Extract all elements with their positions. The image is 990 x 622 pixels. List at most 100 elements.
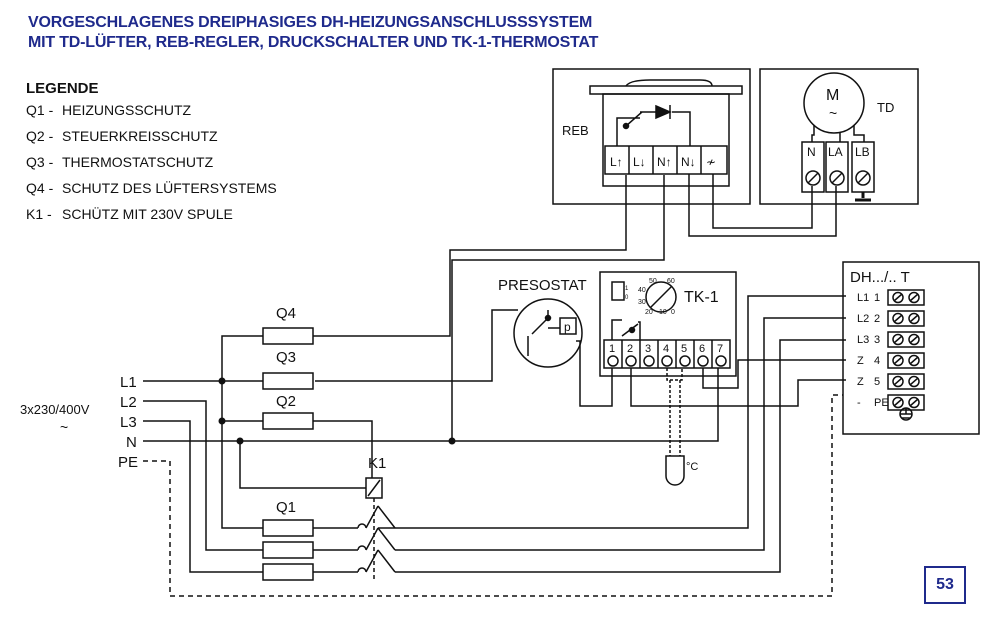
tk1-terminal-7: 7 xyxy=(717,343,723,355)
junction-dot xyxy=(448,437,456,445)
reb-terminal-2: L↓ xyxy=(633,155,646,169)
legend-code: Q4 - xyxy=(26,180,54,196)
label-pe: PE xyxy=(118,454,138,471)
dh-terminal-row: L3 3 xyxy=(857,331,925,348)
dh-row-number: 4 xyxy=(874,355,880,367)
dh-terminal-screw xyxy=(887,310,925,327)
reb-terminal-5: ≁ xyxy=(706,155,716,169)
contactor-k1: K1 xyxy=(357,295,846,580)
dh-terminal-row: L2 2 xyxy=(857,310,925,327)
screw-icon xyxy=(908,375,920,388)
tk1-dial-20: 20 xyxy=(645,309,653,316)
screw-icon xyxy=(892,396,904,409)
title-line-2: MIT TD-LÜFTER, REB-REGLER, DRUCKSCHALTER… xyxy=(28,34,599,51)
screw-slot xyxy=(893,377,903,386)
reb-terminal-1: L↑ xyxy=(610,155,623,169)
screw-icon xyxy=(892,312,904,325)
dh-row-number: 2 xyxy=(874,313,880,325)
wire-l1-q1 xyxy=(221,421,358,529)
screw-slot xyxy=(909,398,919,407)
wire-n xyxy=(143,368,719,442)
reb-label: REB xyxy=(562,123,589,138)
screw-icon xyxy=(892,333,904,346)
dh-row-number: 1 xyxy=(874,292,880,304)
dh-label: DH.../.. T xyxy=(850,269,910,286)
legend-text: HEIZUNGSSCHUTZ xyxy=(62,102,192,118)
supply-ac-symbol: ~ xyxy=(60,419,68,435)
wire-n-k1 xyxy=(239,441,366,489)
wire-k1-dh2 xyxy=(395,317,846,551)
wire-reb-td-n xyxy=(712,174,813,229)
legend-text: STEUERKREISSCHUTZ xyxy=(62,128,218,144)
wire-l2-q1 xyxy=(143,400,358,551)
td-fan: TD M ~ N LA LB xyxy=(759,68,919,205)
legend-item-q4: Q4 - SCHUTZ DES LÜFTERSYSTEMS xyxy=(26,180,277,196)
legend-heading: LEGENDE xyxy=(26,80,99,97)
wire-tk1-dh5 xyxy=(630,368,846,407)
legend-item-q3: Q3 -THERMOSTATSCHUTZ xyxy=(26,154,213,170)
dh-terminal-screw xyxy=(887,373,925,390)
screw-slot xyxy=(909,293,919,302)
fuse-q2: Q2 xyxy=(262,393,314,430)
screw-icon xyxy=(908,396,920,409)
screw-slot xyxy=(893,335,903,344)
screw-slot xyxy=(893,293,903,302)
dh-row-name: L3 xyxy=(857,334,869,346)
tk1-label: TK-1 xyxy=(684,289,719,306)
screw-slot xyxy=(893,356,903,365)
td-terminal-la: LA xyxy=(828,145,843,159)
tk1-terminal-1: 1 xyxy=(609,343,615,355)
screw-icon xyxy=(892,291,904,304)
wire-k1-dh3 xyxy=(395,339,846,573)
tk1-terminal-2: 2 xyxy=(627,343,633,355)
wire-tk1-dh4 xyxy=(702,359,846,389)
dh-terminal-screw xyxy=(887,331,925,348)
tk1-dial-10: 10 xyxy=(659,309,667,316)
fuse-q4-label: Q4 xyxy=(276,305,296,322)
screw-slot xyxy=(909,314,919,323)
presostat: PRESOSTAT p xyxy=(498,277,613,407)
tk1-sensor-unit: °C xyxy=(686,461,698,473)
screw-slot xyxy=(893,398,903,407)
fuse-q1-label: Q1 xyxy=(276,499,296,516)
label-l3: L3 xyxy=(120,414,137,431)
legend-code: Q2 - xyxy=(26,128,54,144)
dh-row-name: Z xyxy=(857,355,864,367)
legend-item-q2: Q2 - STEUERKREISSCHUTZ xyxy=(26,128,218,144)
title-line-1: VORGESCHLAGENES DREIPHASIGES DH-HEIZUNGS… xyxy=(28,14,593,31)
dh-terminal-row: -PE xyxy=(857,394,925,411)
wire-q4-reb xyxy=(221,175,627,381)
dh-row-name: L1 xyxy=(857,292,869,304)
dh-row-number: 3 xyxy=(874,334,880,346)
label-l1: L1 xyxy=(120,374,137,391)
dh-terminal-screw xyxy=(887,289,925,306)
legend-text: SCHUTZ DES LÜFTERSYSTEMS xyxy=(62,180,277,196)
wire-pe xyxy=(143,394,843,597)
screw-icon xyxy=(908,354,920,367)
dh-row-name: Z xyxy=(857,376,864,388)
tk1-dial-30: 30 xyxy=(638,299,646,306)
supply-lines xyxy=(143,175,843,597)
dh-row-name: L2 xyxy=(857,313,869,325)
tk1-switch-0: 0 xyxy=(625,295,629,301)
tk1-terminals: 1 2 3 4 5 6 7 xyxy=(609,343,723,355)
tk1-dial-40: 40 xyxy=(638,287,646,294)
tk1-terminal-4: 4 xyxy=(663,343,669,355)
presostat-label: PRESOSTAT xyxy=(498,277,587,294)
td-terminal-n: N xyxy=(807,145,816,159)
fuse-q3: Q3 xyxy=(262,349,314,390)
td-label: TD xyxy=(877,100,894,115)
supply-voltage: 3x230/400V xyxy=(20,402,90,417)
tk1-thermostat: TK-1 50 60 40 30 20 10 0 1 0 1 2 3 4 5 6… xyxy=(599,271,846,486)
td-motor-label: M xyxy=(826,87,839,104)
tk1-dial-50: 50 xyxy=(649,278,657,285)
screw-icon xyxy=(908,312,920,325)
tk1-dial-0: 0 xyxy=(671,309,675,316)
reb-controller: REB L↑ L↓ N↑ N↓ ≁ xyxy=(552,68,837,237)
contactor-k1-label: K1 xyxy=(368,455,386,472)
reb-terminal-4: N↓ xyxy=(681,155,696,169)
